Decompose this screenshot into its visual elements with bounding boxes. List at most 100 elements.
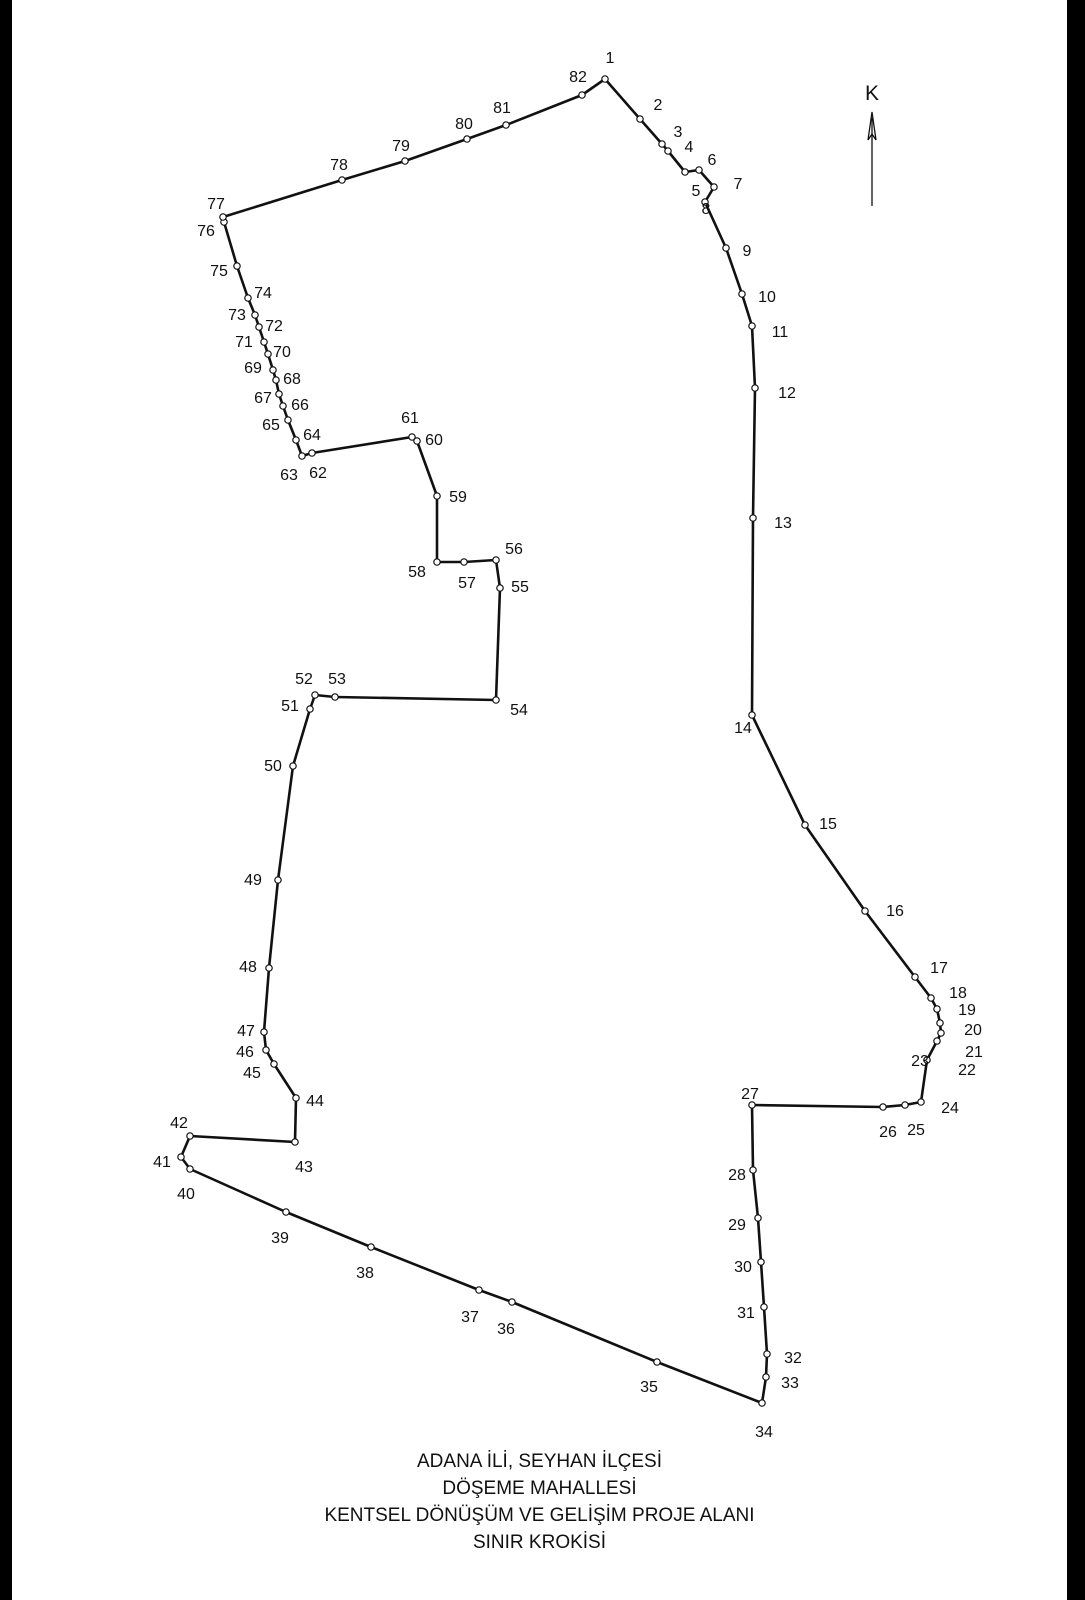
boundary-vertex-34	[758, 1399, 766, 1407]
point-label-62: 62	[309, 465, 327, 482]
boundary-vertex-31	[760, 1303, 768, 1311]
boundary-vertex-47	[260, 1028, 268, 1036]
point-label-38: 38	[356, 1265, 374, 1282]
point-label-2: 2	[654, 97, 663, 114]
boundary-vertex-64	[292, 436, 300, 444]
point-label-10: 10	[758, 289, 776, 306]
point-label-41: 41	[153, 1154, 171, 1171]
point-label-69: 69	[244, 360, 262, 377]
point-label-51: 51	[281, 698, 299, 715]
boundary-vertex-54	[492, 696, 500, 704]
point-label-35: 35	[640, 1379, 658, 1396]
point-label-14: 14	[734, 720, 752, 737]
boundary-vertex-61	[408, 433, 416, 441]
point-label-75: 75	[210, 263, 228, 280]
point-label-63: 63	[280, 467, 298, 484]
boundary-vertex-46	[262, 1046, 270, 1054]
boundary-vertex-49	[274, 876, 282, 884]
boundary-vertex-67	[275, 390, 283, 398]
point-label-28: 28	[728, 1167, 746, 1184]
boundary-vertex-63	[298, 452, 306, 460]
caption-province-district: ADANA İLİ, SEYHAN İLÇESİ	[417, 1451, 662, 1472]
boundary-point-labels: 1234567891011121314151617181920212223242…	[153, 50, 983, 1440]
boundary-vertex-45	[270, 1060, 278, 1068]
point-label-50: 50	[264, 758, 282, 775]
point-label-19: 19	[958, 1002, 976, 1019]
point-label-25: 25	[907, 1122, 925, 1139]
point-label-68: 68	[283, 371, 301, 388]
point-label-57: 57	[458, 575, 476, 592]
boundary-vertex-78	[338, 176, 346, 184]
point-label-44: 44	[306, 1093, 324, 1110]
boundary-vertex-62	[308, 449, 316, 457]
boundary-vertex-22	[933, 1037, 941, 1045]
point-label-46: 46	[236, 1044, 254, 1061]
point-label-40: 40	[177, 1186, 195, 1203]
point-label-15: 15	[819, 816, 837, 833]
boundary-vertex-69	[269, 366, 277, 374]
boundary-vertex-8	[701, 198, 709, 206]
boundary-vertex-41	[177, 1153, 185, 1161]
point-label-6: 6	[708, 152, 717, 169]
caption-title: SINIR KROKİSİ	[472, 1532, 607, 1553]
point-label-66: 66	[291, 397, 309, 414]
map-caption: ADANA İLİ, SEYHAN İLÇESİ DÖŞEME MAHALLES…	[12, 1448, 1067, 1556]
point-label-42: 42	[170, 1115, 188, 1132]
point-label-71: 71	[235, 334, 253, 351]
boundary-vertex-72	[255, 323, 263, 331]
boundary-vertex-36	[508, 1298, 516, 1306]
boundary-vertex-13	[749, 514, 757, 522]
boundary-vertex-5	[681, 168, 689, 176]
point-label-55: 55	[511, 579, 529, 596]
point-label-54: 54	[510, 702, 528, 719]
point-label-59: 59	[449, 489, 467, 506]
point-label-29: 29	[728, 1217, 746, 1234]
boundary-vertex-16	[861, 907, 869, 915]
boundary-vertex-11	[748, 322, 756, 330]
boundary-vertex-68	[272, 376, 280, 384]
point-label-45: 45	[243, 1065, 261, 1082]
point-label-48: 48	[239, 959, 257, 976]
point-label-70: 70	[273, 344, 291, 361]
boundary-vertex-56	[492, 556, 500, 564]
point-label-61: 61	[401, 410, 419, 427]
boundary-vertex-73	[251, 311, 259, 319]
boundary-vertex-48	[265, 964, 273, 972]
boundary-vertex-18	[927, 994, 935, 1002]
point-label-82: 82	[569, 69, 587, 86]
boundary-vertex-59	[433, 492, 441, 500]
boundary-vertex-82	[578, 91, 586, 99]
point-label-56: 56	[505, 541, 523, 558]
boundary-vertex-32	[763, 1350, 771, 1358]
boundary-vertex-80	[463, 135, 471, 143]
boundary-line	[179, 77, 943, 1405]
boundary-vertex-53	[331, 693, 339, 701]
point-label-7: 7	[734, 176, 743, 193]
point-label-43: 43	[295, 1159, 313, 1176]
boundary-vertex-12	[751, 384, 759, 392]
boundary-vertex-38	[367, 1243, 375, 1251]
point-label-18: 18	[949, 985, 967, 1002]
boundary-vertex-55	[496, 584, 504, 592]
point-label-24: 24	[941, 1100, 959, 1117]
boundary-vertex-28	[749, 1166, 757, 1174]
point-label-30: 30	[734, 1259, 752, 1276]
boundary-vertex-7	[710, 183, 718, 191]
boundary-vertex-51	[306, 705, 314, 713]
boundary-vertex-75	[233, 262, 241, 270]
point-label-33: 33	[781, 1375, 799, 1392]
point-label-16: 16	[886, 903, 904, 920]
boundary-vertex-6	[695, 166, 703, 174]
boundary-vertex-40	[186, 1165, 194, 1173]
boundary-vertex-39	[282, 1208, 290, 1216]
boundary-vertices	[177, 75, 945, 1407]
boundary-vertex-66	[279, 402, 287, 410]
boundary-vertex-44	[292, 1094, 300, 1102]
boundary-vertex-9	[722, 244, 730, 252]
boundary-vertex-58	[433, 558, 441, 566]
point-label-22: 22	[958, 1062, 976, 1079]
boundary-vertex-10	[738, 290, 746, 298]
boundary-vertex-77	[219, 213, 227, 221]
boundary-vertex-15	[801, 821, 809, 829]
